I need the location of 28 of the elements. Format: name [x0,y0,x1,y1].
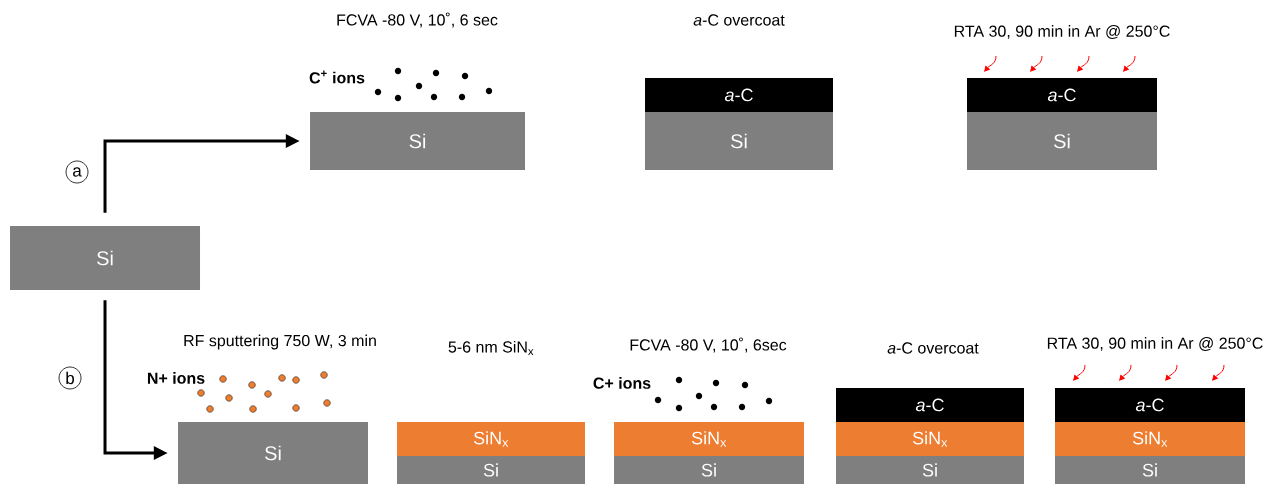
ion-label: C+ ions [593,377,651,389]
layer-block: Si [614,456,804,484]
layer-block: SiN$_{x}$ [614,422,804,456]
step-heading: a-C overcoat [887,342,979,354]
ion-label: N+ ions [147,372,205,384]
step-heading: 5-6 nm SiN$_{x}$ [448,340,534,356]
ion-label: C$^{+}$ ions [309,70,365,84]
layer-block: Si [1055,456,1245,484]
step-heading: RTA 30, 90 min in Ar @ 250°C [1047,337,1263,351]
layer-block: SiN$_{x}$ [397,422,585,456]
layer-block: Si [310,112,525,170]
substrate-block: Si [10,226,200,290]
layer-block: Si [967,112,1157,170]
layer-block: Si [178,422,368,484]
layer-block: a-C [836,388,1024,422]
layer-block: Si [836,456,1024,484]
step-heading: a-C overcoat [693,14,785,26]
layer-block: a-C [967,78,1157,112]
step-heading: FCVA -80 V, 10˚, 6 sec [337,12,498,28]
layer-block: SiN$_{x}$ [836,422,1024,456]
step-heading: FCVA -80 V, 10˚, 6sec [630,337,787,353]
layer-block: a-C [645,78,833,112]
step-heading: RTA 30, 90 min in Ar @ 250°C [954,25,1170,39]
layer-block: Si [645,112,833,170]
step-heading: RF sputtering 750 W, 3 min [184,334,376,350]
layer-block: a-C [1055,388,1245,422]
layer-block: SiN$_{x}$ [1055,422,1245,456]
layer-block: Si [397,456,585,484]
